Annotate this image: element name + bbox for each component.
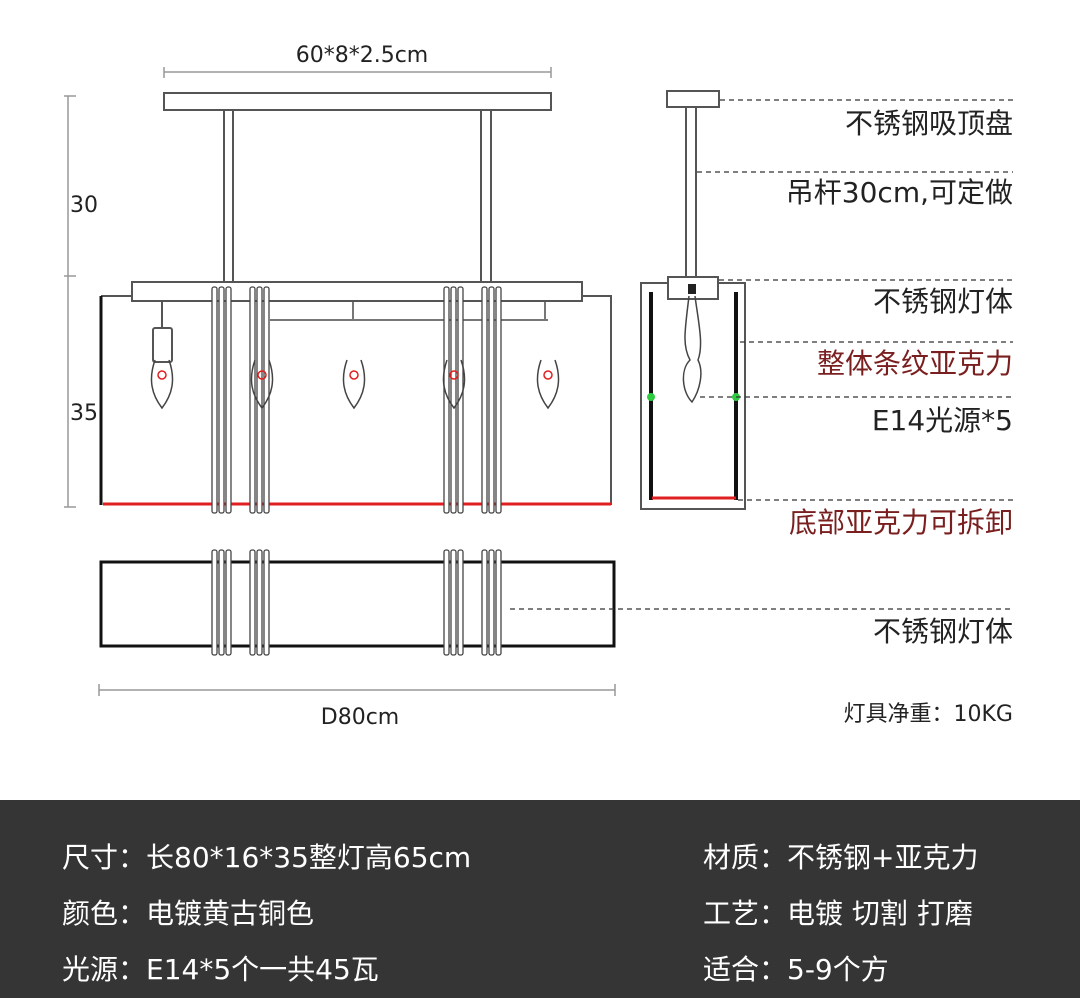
acrylic-strip [211, 549, 218, 656]
acrylic-strip [211, 286, 218, 514]
acrylic-strip [481, 549, 488, 656]
acrylic-strip [457, 286, 464, 514]
canopy [163, 92, 552, 111]
crossbar [131, 281, 583, 302]
callout-canopy: 不锈钢吸顶盘 [845, 107, 1013, 140]
callout-rod: 吊杆30cm,可定做 [786, 176, 1013, 209]
filament [157, 370, 167, 380]
callout-body: 不锈钢灯体 [873, 285, 1013, 318]
spec-value: 长80*16*35整灯高65cm [146, 841, 472, 874]
filament [257, 370, 267, 380]
bulbs [150, 359, 560, 410]
acrylic-strip [256, 286, 263, 514]
spec-value: 电镀黄古铜色 [146, 897, 315, 930]
spec-material: 材质：不锈钢+亚克力 [703, 836, 978, 876]
acrylic-strip [457, 549, 464, 656]
spec-size: 尺寸：长80*16*35整灯高65cm [62, 836, 471, 876]
acrylic-strip [450, 286, 457, 514]
callout-bottom-acrylic: 底部亚克力可拆卸 [789, 506, 1013, 539]
filament [349, 370, 359, 380]
spec-value: 电镀 切割 打磨 [787, 897, 973, 930]
acrylic-strip [225, 286, 232, 514]
bulb-icon [342, 359, 366, 410]
acrylic-strip [249, 549, 256, 656]
acrylic-strip [450, 549, 457, 656]
rod [480, 109, 492, 283]
acrylic-strip [263, 549, 270, 656]
filament [449, 370, 459, 380]
acrylic-strip [218, 286, 225, 514]
callout-lines [510, 99, 1013, 610]
spec-value: 5-9个方 [787, 953, 889, 986]
weight-label: 灯具净重：10KG [844, 702, 1013, 727]
body-height-label: 35 [70, 401, 98, 426]
diameter-dimension [98, 684, 616, 696]
spec-value: 不锈钢+亚克力 [787, 841, 979, 874]
filament [543, 370, 553, 380]
spec-color: 颜色：电镀黄古铜色 [62, 892, 314, 932]
acrylic-strip [495, 286, 502, 514]
callout-acrylic: 整体条纹亚克力 [817, 347, 1013, 380]
bulb-icon [442, 359, 466, 410]
top-width-label: 60*8*2.5cm [296, 43, 429, 68]
spec-label: 颜色： [62, 897, 147, 930]
bulb-icon [150, 359, 174, 410]
spec-panel: 尺寸：长80*16*35整灯高65cm 颜色：电镀黄古铜色 光源：E14*5个一… [0, 800, 1080, 998]
acrylic-strip [249, 286, 256, 514]
rod-height-label: 30 [70, 193, 98, 218]
acrylic-strip [225, 549, 232, 656]
bottom-view [99, 560, 616, 648]
acrylic-strip [481, 286, 488, 514]
acrylic-strip [256, 549, 263, 656]
side-view [640, 90, 746, 510]
front-view [99, 92, 612, 506]
spec-suitable: 适合：5-9个方 [703, 948, 889, 988]
bulb-icon [536, 359, 560, 410]
bulb-icon [250, 359, 274, 410]
acrylic-strips-bottom [211, 549, 502, 656]
spec-process: 工艺：电镀 切割 打磨 [703, 892, 973, 932]
spec-label: 尺寸： [62, 841, 147, 874]
spec-label: 适合： [703, 953, 788, 986]
marker-dot [647, 393, 655, 401]
acrylic-strip [218, 549, 225, 656]
callout-body-bottom: 不锈钢灯体 [873, 615, 1013, 648]
callout-bulb: E14光源*5 [872, 404, 1013, 437]
spec-label: 材质： [703, 841, 788, 874]
acrylic-strip [488, 286, 495, 514]
acrylic-strip [443, 549, 450, 656]
height-dimension [64, 95, 76, 508]
spec-value: E14*5个一共45瓦 [146, 953, 379, 986]
rod [223, 109, 234, 283]
lamp-diagram: 60*8*2.5cm 30 35 D8 [64, 43, 1013, 730]
acrylic-strip [488, 549, 495, 656]
spec-light: 光源：E14*5个一共45瓦 [62, 948, 379, 988]
acrylic-strips-front [211, 286, 502, 514]
diameter-label: D80cm [321, 705, 399, 730]
spec-label: 光源： [62, 953, 147, 986]
acrylic-strip [495, 549, 502, 656]
spec-label: 工艺： [703, 897, 788, 930]
top-dimension [163, 67, 552, 78]
